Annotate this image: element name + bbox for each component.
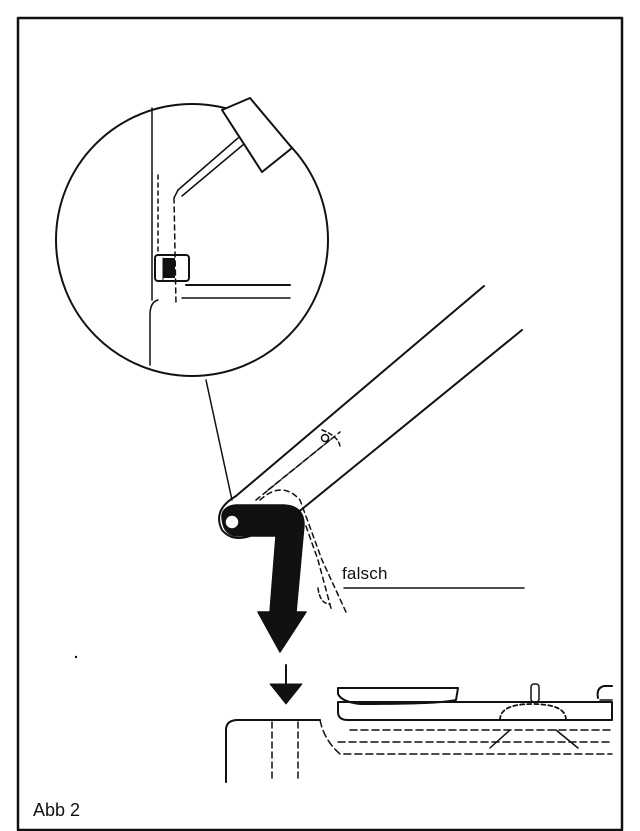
detail-circle (55, 103, 329, 377)
small-down-arrow-icon (269, 664, 303, 705)
pan-icon (337, 687, 459, 705)
cooktop-section (225, 683, 613, 783)
lid-panel (218, 285, 523, 613)
insert-arrow-icon (221, 504, 307, 653)
figure-caption: Abb 2 (33, 800, 81, 820)
figure-frame (16, 16, 624, 831)
detail-magnifier (55, 97, 329, 501)
detail-clip (154, 254, 190, 282)
burner-icon (489, 683, 579, 749)
wrong-position-outline (259, 489, 347, 613)
detail-leader-line (205, 379, 233, 501)
hinge-pin (320, 433, 330, 443)
label-falsch: falsch (342, 564, 388, 583)
screwdriver-icon (173, 97, 293, 199)
